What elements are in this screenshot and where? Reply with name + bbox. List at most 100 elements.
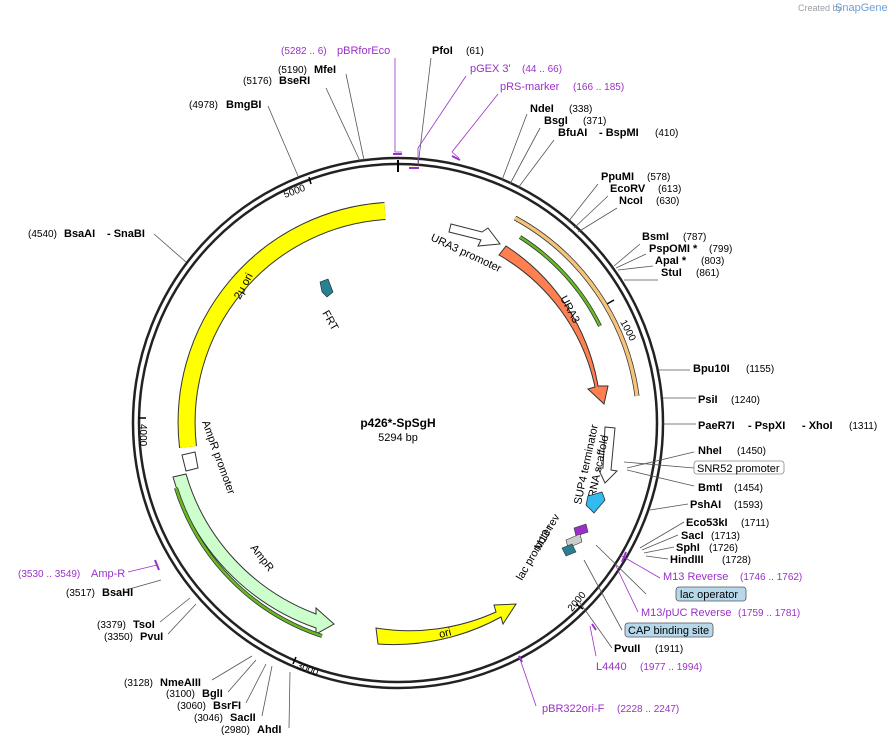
primer-amp-r[interactable]: Amp-R: [91, 568, 125, 580]
ura3-feature[interactable]: [498, 245, 609, 405]
site-pvuii[interactable]: PvuII: [614, 643, 640, 655]
snr52-box[interactable]: [693, 460, 785, 475]
site-bsmi[interactable]: BsmI: [642, 231, 669, 243]
leader-apai: [617, 265, 654, 271]
site-sacii[interactable]: SacII: [230, 712, 256, 724]
ura3-promoter-feature[interactable]: [448, 223, 501, 247]
m13-rev-feature[interactable]: [573, 523, 589, 537]
site-hindiii[interactable]: HindIII: [670, 554, 704, 566]
ampr-promoter-label: AmpR promoter: [199, 419, 237, 496]
site-bsaai[interactable]: BsaAI: [64, 228, 95, 240]
primer-prs-marker[interactable]: pRS-marker: [500, 81, 560, 93]
created-by-label: Created by: [798, 3, 843, 13]
site-pspxi[interactable]: - PspXI: [748, 420, 785, 432]
site-nhei-pos: (1450): [737, 446, 766, 457]
leader-lac-operator: [595, 544, 647, 595]
leader-ndei: [501, 113, 528, 181]
site-psii[interactable]: PsiI: [698, 394, 718, 406]
tick-2000: [575, 603, 584, 610]
primer-pbr322ori[interactable]: pBR322ori-F: [542, 703, 605, 715]
leader-pspomi: [615, 253, 647, 269]
primer-pbrforeco[interactable]: pBRforEco: [337, 45, 390, 57]
tick-5000: [308, 176, 312, 185]
primer-m13-puc-reverse[interactable]: M13/pUC Reverse: [641, 607, 731, 619]
site-bmgbi-pos: (4978): [189, 100, 218, 111]
site-eco53ki[interactable]: Eco53kI: [686, 517, 728, 529]
primer-mark-pbr322: [518, 655, 523, 663]
snr52-promoter-label: SNR52 promoter: [697, 463, 780, 475]
cap-site-feature[interactable]: [561, 543, 577, 557]
site-bpu10i[interactable]: Bpu10I: [693, 363, 730, 375]
ori-feature[interactable]: [375, 603, 517, 646]
site-pshai[interactable]: PshAI: [690, 499, 721, 511]
leader-pvuii: [577, 599, 613, 649]
ampr-promoter-feature[interactable]: [181, 451, 199, 472]
ampr-primer-arc: [174, 487, 323, 638]
primer-mark-prs: [451, 155, 461, 161]
leader-sphi: [643, 546, 675, 554]
sup4-terminator-feature[interactable]: [597, 426, 619, 484]
site-ndei[interactable]: NdeI: [530, 103, 554, 115]
frt-label: FRT: [319, 309, 340, 334]
leader-mfei: [345, 73, 365, 161]
site-saci[interactable]: SacI: [681, 530, 704, 542]
site-bsgi[interactable]: BsgI: [544, 115, 568, 127]
ori-label: ori: [438, 626, 453, 641]
site-sphi[interactable]: SphI: [676, 542, 700, 554]
leader-nmeaiii: [211, 655, 253, 681]
site-ppumi[interactable]: PpuMI: [601, 171, 634, 183]
primer-m13-reverse[interactable]: M13 Reverse: [663, 571, 728, 583]
site-mfei[interactable]: MfeI: [314, 64, 336, 76]
site-saci-pos: (1713): [711, 531, 740, 542]
site-snabi[interactable]: - SnaBI: [107, 228, 145, 240]
site-nhei[interactable]: NheI: [698, 445, 722, 457]
leader-pgex: [417, 75, 467, 164]
primer-l4440[interactable]: L4440: [596, 661, 627, 673]
lac-operator-label: lac operator: [680, 589, 738, 601]
site-apai[interactable]: ApaI *: [655, 255, 687, 267]
leader-pshai: [649, 503, 689, 511]
site-ahdi[interactable]: AhdI: [257, 724, 281, 736]
site-bmti[interactable]: BmtI: [698, 482, 722, 494]
lac-operator-box[interactable]: [675, 586, 747, 602]
site-bspmi-pos: (410): [655, 128, 678, 139]
leader-nhei: [626, 451, 695, 469]
site-bsaai-pos: (4540): [28, 229, 57, 240]
tick-label-4000: 4000: [137, 424, 148, 447]
site-ncoi[interactable]: NcoI: [619, 195, 643, 207]
site-stui[interactable]: StuI: [661, 267, 682, 279]
ampr-label: AmpR: [248, 542, 276, 574]
site-bsahi[interactable]: BsaHI: [102, 587, 133, 599]
site-bgli[interactable]: BglI: [202, 688, 223, 700]
leader-cap-site: [583, 559, 623, 631]
primer-l4440-pos: (1977 .. 1994): [640, 662, 702, 673]
site-bspmi[interactable]: - BspMI: [599, 127, 639, 139]
leader-bsahi: [125, 579, 162, 591]
leader-bsaai: [153, 233, 187, 263]
primer-pbr322ori-pos: (2228 .. 2247): [617, 704, 679, 715]
site-bseri[interactable]: BseRI: [279, 75, 310, 87]
leader-snr52: [623, 461, 695, 469]
leader-bmgbi: [267, 105, 299, 177]
site-bseri-pos: (5176): [243, 76, 272, 87]
site-tsoi[interactable]: TsoI: [133, 619, 155, 631]
primer-pgex[interactable]: pGEX 3': [470, 63, 511, 75]
site-paer7i[interactable]: PaeR7I: [698, 420, 735, 432]
site-ecorv[interactable]: EcoRV: [610, 183, 646, 195]
site-apai-pos: (803): [701, 256, 724, 267]
cap-site-box[interactable]: [624, 622, 714, 638]
grna-scaffold-feature[interactable]: [585, 491, 606, 514]
site-nmeaiii[interactable]: NmeAIII: [160, 677, 201, 689]
site-pvui[interactable]: PvuI: [140, 631, 163, 643]
site-pspomi[interactable]: PspOMI *: [649, 243, 698, 255]
site-bmgbi[interactable]: BmgBI: [226, 99, 261, 111]
tick-label-3000: 3000: [295, 661, 320, 679]
site-pfoi[interactable]: PfoI: [432, 45, 453, 57]
green-primer-arc: [519, 235, 602, 327]
site-xhoi[interactable]: - XhoI: [802, 420, 833, 432]
site-bfuai[interactable]: BfuAI: [558, 127, 587, 139]
frt-feature[interactable]: [319, 278, 334, 298]
site-bsrfi[interactable]: BsrFI: [213, 700, 241, 712]
